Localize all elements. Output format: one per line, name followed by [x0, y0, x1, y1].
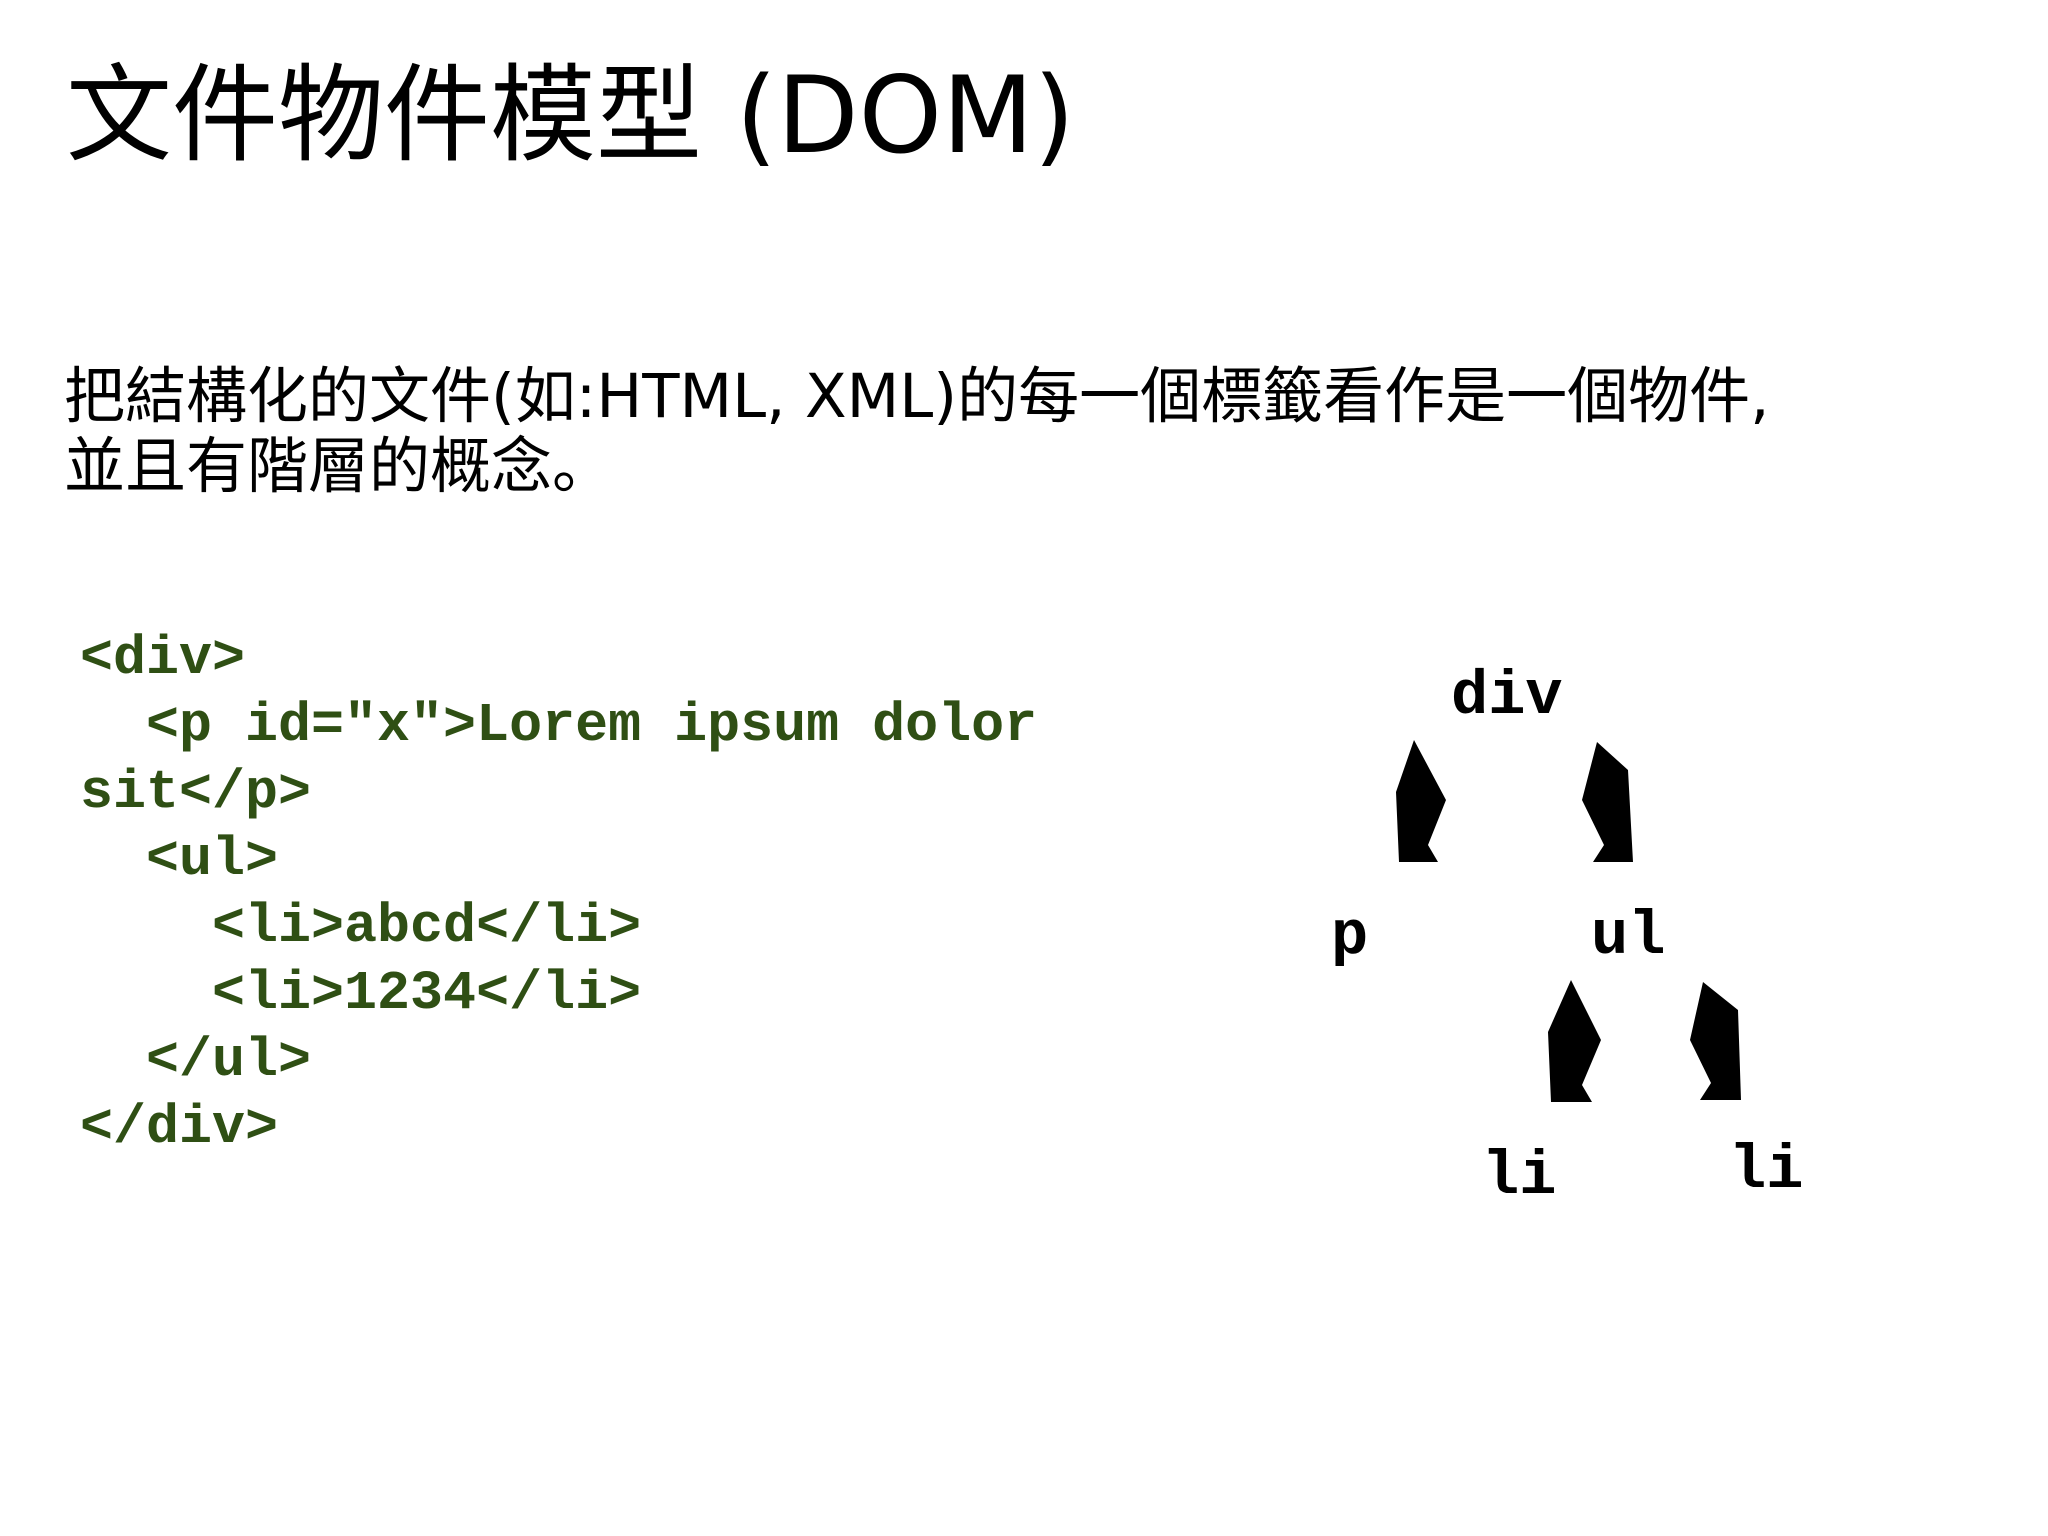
- tree-node-div: div: [1451, 661, 1563, 732]
- tree-node-ul: ul: [1591, 901, 1666, 972]
- description-line: 把結構化的文件(如:HTML, XML)的每一個標籤看作是一個物件,: [64, 361, 1770, 432]
- tree-node-li: li: [1729, 1135, 1804, 1206]
- slide-description: 把結構化的文件(如:HTML, XML)的每一個標籤看作是一個物件, 並且有階層…: [64, 362, 2004, 502]
- code-line: <ul>: [80, 828, 279, 891]
- arrow-div-to-ul: [1582, 742, 1633, 862]
- tree-node-p: p: [1331, 901, 1369, 972]
- arrow-ul-to-li-second: [1690, 982, 1741, 1100]
- arrow-div-to-p: [1396, 740, 1446, 862]
- code-line: <li>abcd</li>: [80, 895, 642, 958]
- code-line: <div>: [80, 627, 246, 690]
- code-line: </div>: [80, 1096, 279, 1159]
- tree-node-li: li: [1482, 1141, 1557, 1212]
- slide-title: 文件物件模型 (DOM): [66, 54, 1075, 177]
- description-line: 並且有階層的概念。: [64, 431, 614, 502]
- code-line: sit</p>: [80, 761, 312, 824]
- code-line: </ul>: [80, 1029, 312, 1092]
- code-line: <li>1234</li>: [80, 962, 642, 1025]
- arrow-ul-to-li-first: [1548, 980, 1601, 1102]
- code-line: <p id="x">Lorem ipsum dolor: [80, 694, 1038, 757]
